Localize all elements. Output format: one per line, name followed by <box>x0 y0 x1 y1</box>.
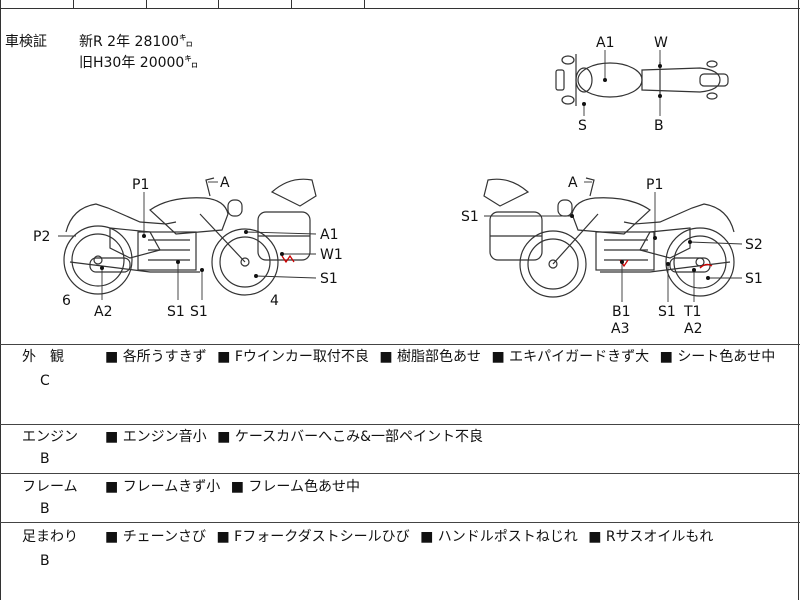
row-label: フレーム <box>22 479 78 495</box>
row-notes: フレームきず小 フレーム色あせ中 <box>105 477 366 497</box>
row-label: 足まわり <box>22 529 78 545</box>
label-right-a3: A3 <box>611 321 629 337</box>
note-item: エキパイガードきず大 <box>491 349 649 365</box>
label-left-p2: P2 <box>33 229 50 245</box>
note-item: ケースカバーへこみ&一部ペイント不良 <box>217 429 483 445</box>
note-item: Fウインカー取付不良 <box>217 349 369 365</box>
label-left-4: 4 <box>270 293 279 309</box>
label-top-w: W <box>654 35 668 51</box>
note-item: ハンドルポストねじれ <box>420 529 578 545</box>
row-notes: 各所うすきず Fウインカー取付不良 樹脂部色あせ エキパイガードきず大 シート色… <box>105 347 781 367</box>
note-item: チェーンさび <box>105 529 206 545</box>
label-left-a2: A2 <box>94 304 112 320</box>
note-item: フレームきず小 <box>105 479 220 495</box>
divider <box>0 473 800 474</box>
note-item: Fフォークダストシールひび <box>216 529 409 545</box>
label-left-w1: W1 <box>320 247 343 263</box>
row-label: 外 観 <box>22 349 64 365</box>
label-top-s: S <box>578 118 587 134</box>
divider <box>0 344 800 345</box>
top-view-motorcycle <box>555 54 729 106</box>
divider <box>0 424 800 425</box>
label-left-6: 6 <box>62 293 71 309</box>
row-grade: C <box>40 373 50 389</box>
label-right-b1: B1 <box>612 304 631 320</box>
registration-new-mileage: 新R 2年 28100㌔ <box>79 34 194 50</box>
divider <box>0 522 800 523</box>
label-right-a2: A2 <box>684 321 702 337</box>
label-right-s1-top: S1 <box>461 209 479 225</box>
registration-old-mileage: 旧H30年 20000㌔ <box>79 55 199 71</box>
top-table-strip <box>0 0 800 9</box>
registration-title: 車検証 <box>5 34 47 50</box>
label-left-a: A <box>220 175 230 191</box>
label-right-t1: T1 <box>683 304 701 320</box>
label-left-a1: A1 <box>320 227 338 243</box>
note-item: エンジン音小 <box>105 429 207 445</box>
label-right-s2: S2 <box>745 237 763 253</box>
row-label: エンジン <box>22 429 78 445</box>
note-item: 各所うすきず <box>105 349 207 365</box>
row-grade: B <box>40 501 50 517</box>
note-item: シート色あせ中 <box>660 349 776 365</box>
note-item: フレーム色あせ中 <box>231 479 360 495</box>
damage-marks <box>281 254 713 269</box>
left-side-motorcycle <box>63 177 317 296</box>
row-notes: エンジン音小 ケースカバーへこみ&一部ペイント不良 <box>105 427 489 447</box>
label-left-s1a: S1 <box>167 304 185 320</box>
row-grade: B <box>40 553 50 569</box>
label-right-a: A <box>568 175 578 191</box>
row-grade: B <box>40 451 50 467</box>
label-left-s1: S1 <box>320 271 338 287</box>
damage-diagram: A1 W S B P1 A P2 A1 W1 S1 6 A2 S1 S1 4 A… <box>33 35 763 337</box>
leader-lines <box>58 50 743 302</box>
right-side-motorcycle <box>483 177 735 298</box>
label-left-p1: P1 <box>132 177 149 193</box>
label-right-s1-bottom: S1 <box>658 304 676 320</box>
label-right-p1: P1 <box>646 177 663 193</box>
label-left-s1b: S1 <box>190 304 208 320</box>
note-item: 樹脂部色あせ <box>379 349 481 365</box>
label-top-b: B <box>654 118 664 134</box>
note-item: Rサスオイルもれ <box>588 529 713 545</box>
label-top-a1: A1 <box>596 35 614 51</box>
row-notes: チェーンさび Fフォークダストシールひび ハンドルポストねじれ Rサスオイルもれ <box>105 527 719 547</box>
label-right-s1-right: S1 <box>745 271 763 287</box>
